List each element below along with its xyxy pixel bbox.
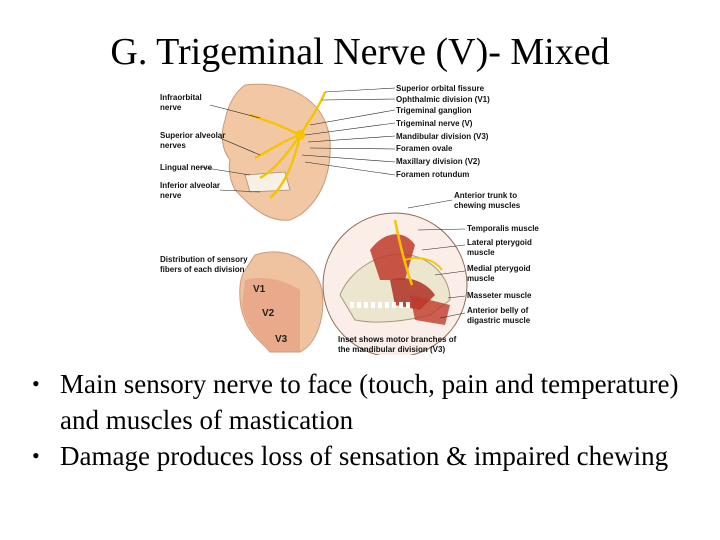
inset-caption-2: the mandibular division (V3) <box>338 345 445 354</box>
label-temporalis: Temporalis muscle <box>467 224 539 233</box>
label-anterior-trunk-1: Anterior trunk to <box>454 191 517 200</box>
inset-anatomy <box>339 219 451 325</box>
trigeminal-nerve-illustration: Infraorbital nerve Superior alveolar ner… <box>150 80 570 355</box>
bullet-text: Damage produces loss of sensation & impa… <box>60 441 669 471</box>
label-masseter: Masseter muscle <box>467 291 532 300</box>
slide-title: G. Trigeminal Nerve (V)- Mixed <box>110 31 610 73</box>
mark-v2: V2 <box>262 308 275 319</box>
label-superior-alveolar-1: Superior alveolar <box>160 131 225 140</box>
label-digastric-1: Anterior belly of <box>467 306 529 315</box>
label-distribution-1: Distribution of sensory <box>160 255 248 264</box>
label-ophthalmic: Ophthalmic division (V1) <box>396 95 490 104</box>
label-inferior-alveolar-1: Inferior alveolar <box>160 181 220 190</box>
label-infraorbital-2: nerve <box>160 103 182 112</box>
label-lateral-pterygoid-2: muscle <box>467 248 495 257</box>
label-maxillary: Maxillary division (V2) <box>396 157 480 166</box>
anatomy-figure: Infraorbital nerve Superior alveolar ner… <box>160 83 539 355</box>
bullet-dot-icon: • <box>32 371 40 396</box>
mark-v1: V1 <box>253 284 266 295</box>
label-superior-orbital-fissure: Superior orbital fissure <box>396 84 485 93</box>
trigeminal-ganglion-mark <box>295 130 305 140</box>
label-lingual: Lingual nerve <box>160 163 213 172</box>
distribution-zone <box>242 278 300 352</box>
label-inferior-alveolar-2: nerve <box>160 191 182 200</box>
label-distribution-2: fibers of each division <box>160 265 245 274</box>
label-infraorbital-1: Infraorbital <box>160 93 202 102</box>
label-digastric-2: digastric muscle <box>467 316 531 325</box>
label-lateral-pterygoid-1: Lateral pterygoid <box>467 238 532 247</box>
label-foramen-rotundum: Foramen rotundum <box>396 170 469 179</box>
leader-lines <box>199 87 466 319</box>
label-foramen-ovale: Foramen ovale <box>396 144 453 153</box>
label-medial-pterygoid-2: muscle <box>467 274 495 283</box>
bullet-item: • Damage produces loss of sensation & im… <box>30 438 700 474</box>
bullet-list: • Main sensory nerve to face (touch, pai… <box>30 366 700 474</box>
head-profile <box>221 83 331 221</box>
bullet-text: Main sensory nerve to face (touch, pain … <box>60 369 679 435</box>
bullet-dot-icon: • <box>32 443 40 468</box>
inset-caption-1: Inset shows motor branches of <box>338 335 457 344</box>
label-mandibular: Mandibular division (V3) <box>396 132 489 141</box>
bullet-item: • Main sensory nerve to face (touch, pai… <box>30 366 700 438</box>
label-anterior-trunk-2: chewing muscles <box>454 201 521 210</box>
label-trigeminal-nerve: Trigeminal nerve (V) <box>396 119 473 128</box>
label-trigeminal-ganglion: Trigeminal ganglion <box>396 106 472 115</box>
mark-v3: V3 <box>275 334 288 345</box>
label-medial-pterygoid-1: Medial pterygoid <box>467 264 531 273</box>
label-superior-alveolar-2: nerves <box>160 141 186 150</box>
